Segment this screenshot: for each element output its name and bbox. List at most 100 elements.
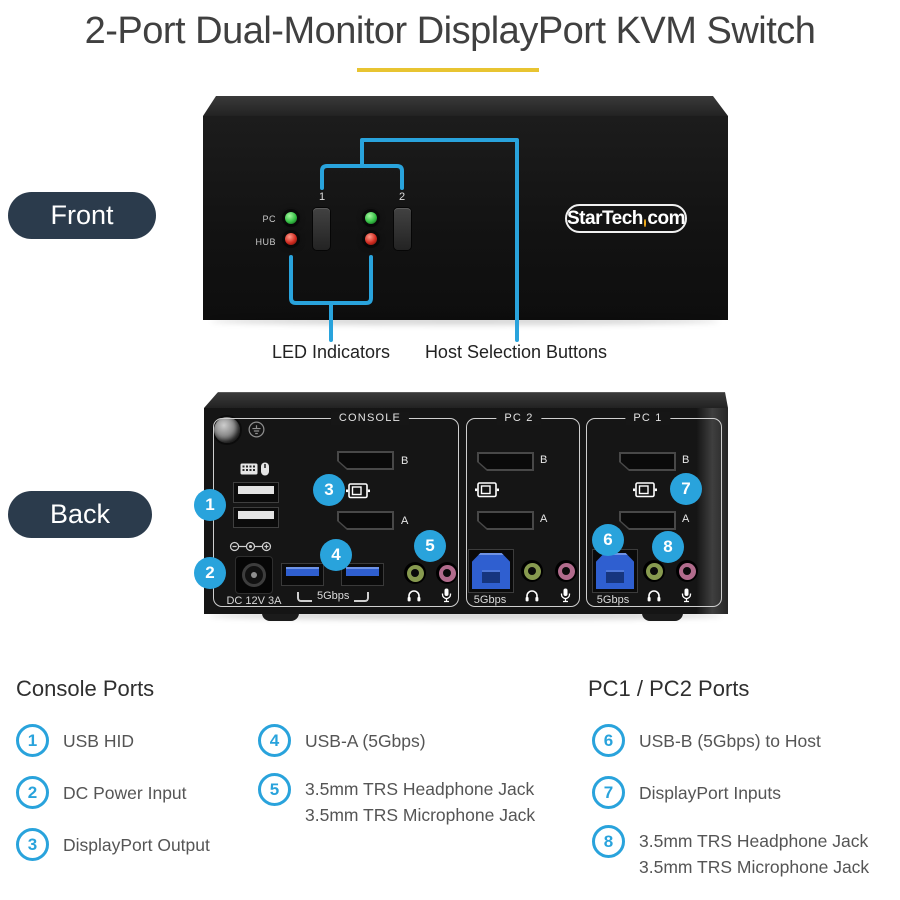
- console-port-a-letter: A: [401, 515, 409, 527]
- pc2-microphone-icon: [560, 588, 571, 603]
- callout-badge-8: 8: [652, 531, 684, 563]
- ground-symbol-icon: [248, 421, 265, 438]
- logo-dot: [643, 219, 647, 227]
- startech-logo: StarTech com: [565, 204, 687, 233]
- legend-text-5-line2: 3.5mm TRS Microphone Jack: [305, 805, 536, 825]
- console-speed-label: 5Gbps: [317, 590, 350, 602]
- pc-ports-heading: PC1 / PC2 Ports: [588, 676, 750, 701]
- logo-text-left: StarTech: [567, 207, 643, 229]
- console-usb-a-port-1: [281, 563, 324, 586]
- front-box-top-face: [203, 96, 728, 116]
- legend-text-8-line2: 3.5mm TRS Microphone Jack: [639, 857, 870, 877]
- front-view-figure: 1 2 PC HUB StarTech com: [203, 96, 728, 346]
- hub-led-2: [365, 233, 377, 245]
- legend-number-5: 5: [258, 773, 291, 806]
- pc1-headphone-icon: [647, 590, 661, 602]
- pc1-port-a-letter: A: [682, 513, 690, 525]
- front-label: Front: [50, 200, 114, 230]
- console-ports-heading: Console Ports: [16, 676, 155, 701]
- legend-item-1: 1 USB HID: [16, 724, 134, 757]
- pc1-port-b-letter: B: [682, 454, 690, 466]
- host-selection-caption: Host Selection Buttons: [424, 342, 608, 362]
- console-microphone-icon: [441, 588, 452, 603]
- host-select-button-1: [313, 208, 330, 250]
- back-label: Back: [49, 499, 111, 529]
- rubber-foot-left: [262, 612, 299, 621]
- pc1-monitor-icon: [633, 482, 657, 498]
- legend-number-4: 4: [258, 724, 291, 757]
- legend-item-3: 3 DisplayPort Output: [16, 828, 210, 861]
- page-title: 2-Port Dual-Monitor DisplayPort KVM Swit…: [84, 10, 816, 52]
- legend-text-6: USB-B (5Gbps) to Host: [639, 730, 821, 751]
- console-speed-label-row: 5Gbps: [297, 590, 370, 602]
- console-port-b-letter: B: [401, 455, 409, 467]
- bracket-right: [354, 592, 370, 602]
- front-box-shadow: [211, 317, 719, 325]
- console-section-label: CONSOLE: [330, 412, 410, 425]
- legend-text-4: USB-A (5Gbps): [305, 730, 426, 751]
- console-headphone-jack: [404, 562, 426, 584]
- back-label-pill: Back: [8, 491, 152, 538]
- pc1-usb-b-port: [592, 549, 638, 593]
- pc1-speed-label: 5Gbps: [596, 594, 630, 606]
- back-view-figure: CONSOLE PC 2 PC 1: [204, 392, 728, 632]
- legend-number-7: 7: [592, 776, 625, 809]
- usb-hid-port-1: [233, 482, 279, 503]
- callout-badge-4: 4: [320, 539, 352, 571]
- pc1-headphone-jack: [643, 560, 665, 582]
- legend-text-8-line1: 3.5mm TRS Headphone Jack: [639, 831, 869, 851]
- pc2-speed-label: 5Gbps: [473, 594, 507, 606]
- legend-item-6: 6 USB-B (5Gbps) to Host: [592, 724, 821, 757]
- callout-badge-6: 6: [592, 524, 624, 556]
- legend-item-4: 4 USB-A (5Gbps): [258, 724, 426, 757]
- rubber-foot-right: [642, 612, 683, 621]
- legend-item-8: 8 3.5mm TRS Headphone Jack 3.5mm TRS Mic…: [592, 825, 870, 880]
- callout-badge-3: 3: [313, 474, 345, 506]
- dc-power-jack: [235, 556, 273, 594]
- pc2-headphone-icon: [525, 590, 539, 602]
- back-box-top-face: [204, 392, 728, 408]
- bracket-left: [297, 592, 312, 602]
- usb-hid-port-2: [233, 507, 279, 528]
- callout-badge-2: 2: [194, 557, 226, 589]
- keyboard-mouse-icon: [240, 462, 269, 476]
- pc1-microphone-jack: [676, 560, 698, 582]
- logo-text-right: com: [647, 207, 685, 229]
- legend-item-7: 7 DisplayPort Inputs: [592, 776, 781, 809]
- legend-text-5-line1: 3.5mm TRS Headphone Jack: [305, 779, 535, 799]
- console-microphone-jack: [436, 562, 458, 584]
- pc2-section-label: PC 2: [496, 412, 542, 425]
- pc1-section-label: PC 1: [625, 412, 671, 425]
- console-displayport-a: [337, 511, 394, 530]
- console-displayport-b: [337, 451, 394, 470]
- dc-power-label: DC 12V 3A: [226, 595, 282, 607]
- pc-led-1: [285, 212, 297, 224]
- legend-number-8: 8: [592, 825, 625, 858]
- pc1-displayport-b: [619, 452, 676, 471]
- pc2-usb-b-port: [468, 549, 514, 593]
- console-monitor-icon: [346, 483, 370, 499]
- callout-badge-7: 7: [670, 473, 702, 505]
- console-usb-a-port-2: [341, 563, 384, 586]
- pc2-monitor-icon: [475, 482, 499, 498]
- pc2-port-a-letter: A: [540, 513, 548, 525]
- legend-number-1: 1: [16, 724, 49, 757]
- legend-number-2: 2: [16, 776, 49, 809]
- console-headphone-icon: [407, 590, 421, 602]
- host-select-button-2: [394, 208, 411, 250]
- front-port1-number: 1: [318, 191, 326, 203]
- hub-led-1: [285, 233, 297, 245]
- callout-badge-5: 5: [414, 530, 446, 562]
- pc-led-2: [365, 212, 377, 224]
- hub-led-label: HUB: [255, 237, 276, 247]
- dc-polarity-icon: [229, 541, 272, 552]
- legend-text-3: DisplayPort Output: [63, 834, 210, 855]
- title-underline: [357, 68, 539, 72]
- legend-item-5: 5 3.5mm TRS Headphone Jack 3.5mm TRS Mic…: [258, 773, 536, 828]
- pc2-microphone-jack: [555, 560, 577, 582]
- front-port2-number: 2: [398, 191, 406, 203]
- callout-badge-1: 1: [194, 489, 226, 521]
- legend-text-7: DisplayPort Inputs: [639, 782, 782, 803]
- front-label-pill: Front: [8, 192, 156, 239]
